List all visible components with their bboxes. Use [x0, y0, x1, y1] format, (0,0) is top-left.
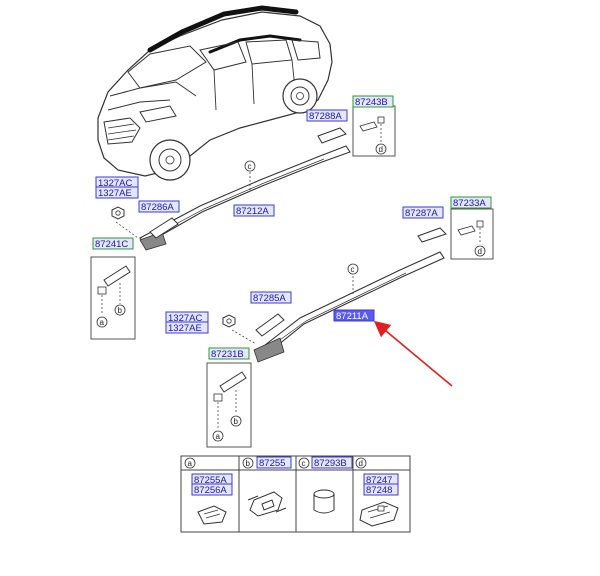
svg-text:a: a	[216, 432, 221, 441]
part-label-1327AE-right[interactable]: 1327AE	[165, 321, 209, 334]
end-cap-87287A-part	[417, 227, 447, 243]
svg-text:c: c	[351, 265, 355, 274]
svg-text:1327AE: 1327AE	[168, 323, 202, 334]
part-label-87287A[interactable]: 87287A	[402, 206, 444, 219]
table-header-d: d	[355, 457, 367, 469]
svg-text:87233A: 87233A	[453, 198, 486, 209]
clip-small-87241C	[97, 286, 107, 295]
table-header-b: b	[242, 457, 254, 469]
clip-small-87231B	[213, 393, 223, 402]
callout-a-87241C: a	[96, 316, 108, 328]
cover-part-87241C	[103, 265, 131, 287]
part-label-87256A[interactable]: 87256A	[191, 483, 233, 496]
svg-text:87255A: 87255A	[194, 475, 227, 486]
svg-text:1327AE: 1327AE	[98, 188, 132, 199]
table-header-a: a	[184, 457, 196, 469]
callout-d-87243B: d	[375, 143, 387, 155]
end-cap-87285A-part	[255, 313, 285, 337]
svg-text:d: d	[379, 145, 383, 154]
callout-d-87233A: d	[474, 245, 486, 257]
part-label-87286A[interactable]: 87286A	[138, 200, 180, 213]
clip-small-87233A	[476, 220, 484, 228]
svg-text:b: b	[246, 459, 251, 468]
svg-text:87231B: 87231B	[211, 349, 244, 360]
end-cap-87286A-part	[149, 217, 179, 239]
detail-box-87233A	[450, 208, 494, 260]
red-pointer-arrow-icon	[373, 320, 453, 387]
part-label-87293B[interactable]: 87293B	[311, 456, 353, 469]
part-label-1327AE-left[interactable]: 1327AE	[95, 186, 139, 199]
svg-text:87211A: 87211A	[336, 311, 369, 322]
svg-text:87247: 87247	[366, 475, 392, 486]
detail-box-87243B	[352, 105, 396, 157]
callout-c-left: c	[244, 160, 256, 172]
clip-b-part	[247, 491, 287, 517]
suv-vehicle-icon	[97, 5, 333, 181]
callout-a-87231B: a	[212, 430, 224, 442]
callout-b-87231B: b	[230, 415, 242, 427]
svg-text:1327AC: 1327AC	[98, 178, 132, 189]
leader-line	[231, 329, 257, 345]
part-label-87212A[interactable]: 87212A	[233, 204, 275, 217]
svg-text:87212A: 87212A	[236, 206, 269, 217]
svg-text:87255: 87255	[259, 458, 285, 469]
nut-icon	[111, 206, 125, 220]
roof-rail-right-87211A	[253, 251, 445, 363]
svg-text:87285A: 87285A	[253, 293, 286, 304]
clip-a-part	[197, 505, 227, 525]
part-label-87231B[interactable]: 87231B	[208, 347, 250, 360]
nut-icon	[222, 314, 236, 328]
leader-line	[115, 221, 139, 239]
cap-c-part	[313, 489, 335, 514]
part-label-87288A[interactable]: 87288A	[306, 109, 348, 122]
svg-text:b: b	[234, 417, 239, 426]
end-cap-87288A-part	[317, 127, 347, 144]
table-header-c: c	[298, 457, 310, 469]
svg-text:c: c	[248, 162, 252, 171]
cover-part-87231B	[219, 371, 247, 393]
bracket-d-part	[359, 501, 399, 527]
svg-text:87241C: 87241C	[95, 239, 128, 250]
svg-text:87243B: 87243B	[355, 97, 388, 108]
svg-text:87256A: 87256A	[194, 485, 227, 496]
svg-text:87286A: 87286A	[141, 202, 174, 213]
svg-text:a: a	[188, 459, 193, 468]
clip-a-detail	[203, 509, 221, 519]
svg-text:d: d	[359, 459, 363, 468]
part-label-87233A[interactable]: 87233A	[450, 196, 492, 209]
part-label-87285A[interactable]: 87285A	[250, 291, 292, 304]
part-label-87211A[interactable]: 87211A	[333, 309, 375, 322]
part-label-87248[interactable]: 87248	[363, 483, 399, 496]
svg-text:87293B: 87293B	[314, 458, 347, 469]
part-label-87255[interactable]: 87255	[256, 456, 292, 469]
clip-small-87243B	[377, 116, 385, 124]
svg-text:d: d	[478, 247, 482, 256]
part-label-87241C[interactable]: 87241C	[92, 237, 134, 250]
part-label-87243B[interactable]: 87243B	[352, 95, 394, 108]
clip-part-87243B	[359, 121, 378, 132]
svg-text:87287A: 87287A	[405, 208, 438, 219]
svg-text:a: a	[100, 318, 105, 327]
svg-text:87248: 87248	[366, 485, 392, 496]
callout-c-right: c	[347, 263, 359, 275]
svg-text:1327AC: 1327AC	[168, 313, 202, 324]
svg-text:b: b	[118, 306, 123, 315]
svg-text:87288A: 87288A	[309, 111, 342, 122]
callout-b-87241C: b	[114, 304, 126, 316]
svg-text:c: c	[302, 459, 306, 468]
clip-part-87233A	[457, 225, 476, 236]
